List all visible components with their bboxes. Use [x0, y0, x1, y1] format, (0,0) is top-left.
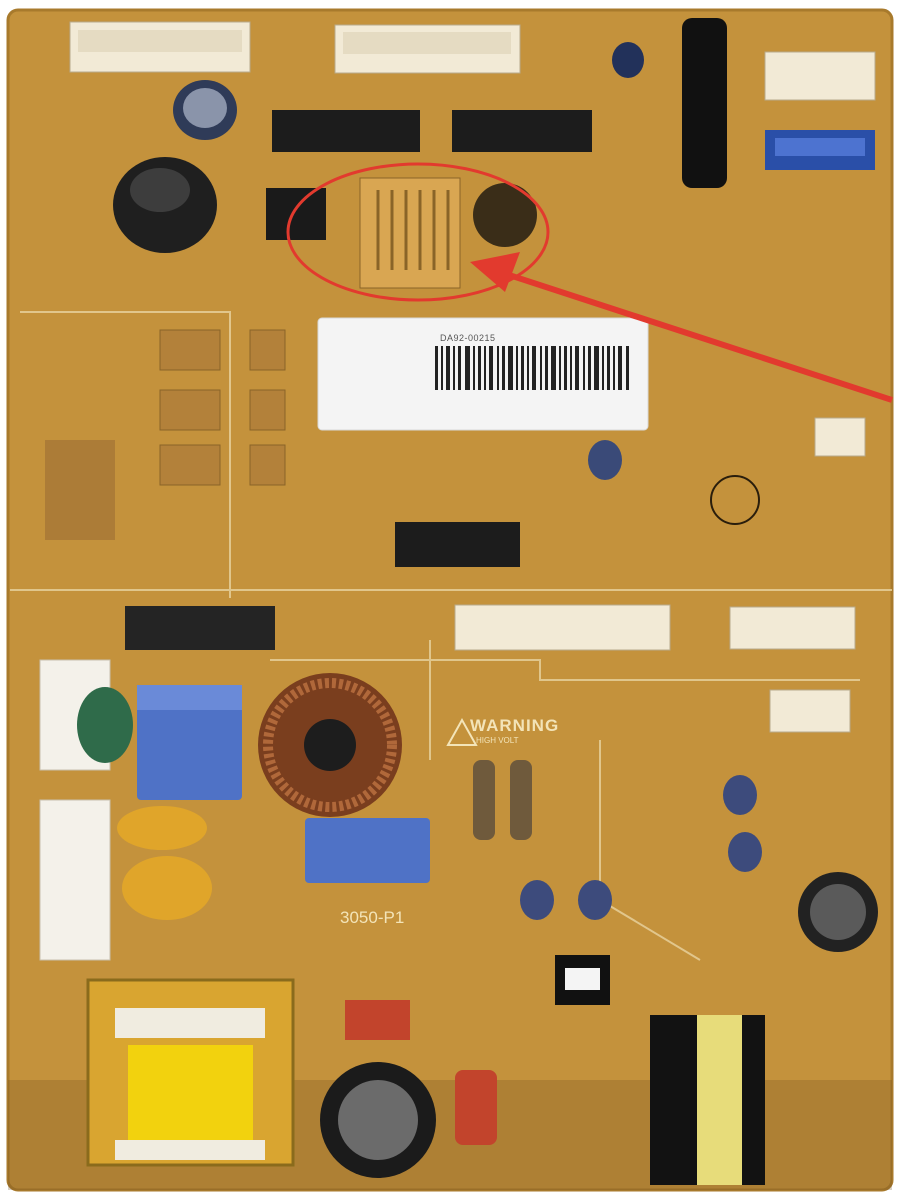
- transformer: [86, 978, 295, 1167]
- top-connector-center: [334, 24, 521, 74]
- terminal-block: [39, 799, 111, 961]
- top-connector-right: [764, 51, 876, 101]
- capacitor: [612, 42, 644, 78]
- ic-chip: [452, 110, 592, 152]
- highlight-circle: [286, 162, 550, 302]
- yellow-varistor: [122, 856, 212, 920]
- pointer-arrow: [470, 252, 893, 403]
- small-connector: [769, 689, 851, 733]
- sticker-code: DA92-00215: [440, 333, 496, 343]
- capacitor: [588, 440, 622, 480]
- yellow-varistor: [117, 806, 207, 850]
- capacitor: [798, 872, 878, 952]
- small-connector: [814, 417, 866, 457]
- smps-transformer: [650, 1015, 765, 1185]
- ic-chip: [272, 110, 420, 152]
- capacitor: [320, 1062, 436, 1178]
- buzzer: [473, 183, 537, 247]
- circuit-board: [8, 10, 892, 1190]
- film-capacitor: [305, 818, 430, 883]
- unpopulated-footprint: [359, 177, 461, 289]
- varistor: [77, 687, 133, 763]
- relay-block: [125, 606, 275, 650]
- mid-connector-right: [729, 606, 856, 650]
- mid-connector: [454, 604, 671, 651]
- transistor: [266, 188, 326, 240]
- blue-connector: [765, 130, 875, 170]
- fuse-holder: [682, 18, 727, 188]
- warning-sub-label: HIGH VOLT: [476, 736, 519, 745]
- warning-label: WARNING: [470, 716, 560, 735]
- barcode-sticker: [317, 317, 649, 431]
- inductor: [113, 157, 217, 253]
- film-capacitor: [137, 685, 242, 800]
- top-connector-left: [69, 21, 251, 73]
- board-part-number: 3050-P1: [340, 908, 405, 927]
- capacitor: [173, 80, 237, 140]
- ic-chip: [395, 522, 520, 567]
- toroid-inductor: [258, 673, 402, 817]
